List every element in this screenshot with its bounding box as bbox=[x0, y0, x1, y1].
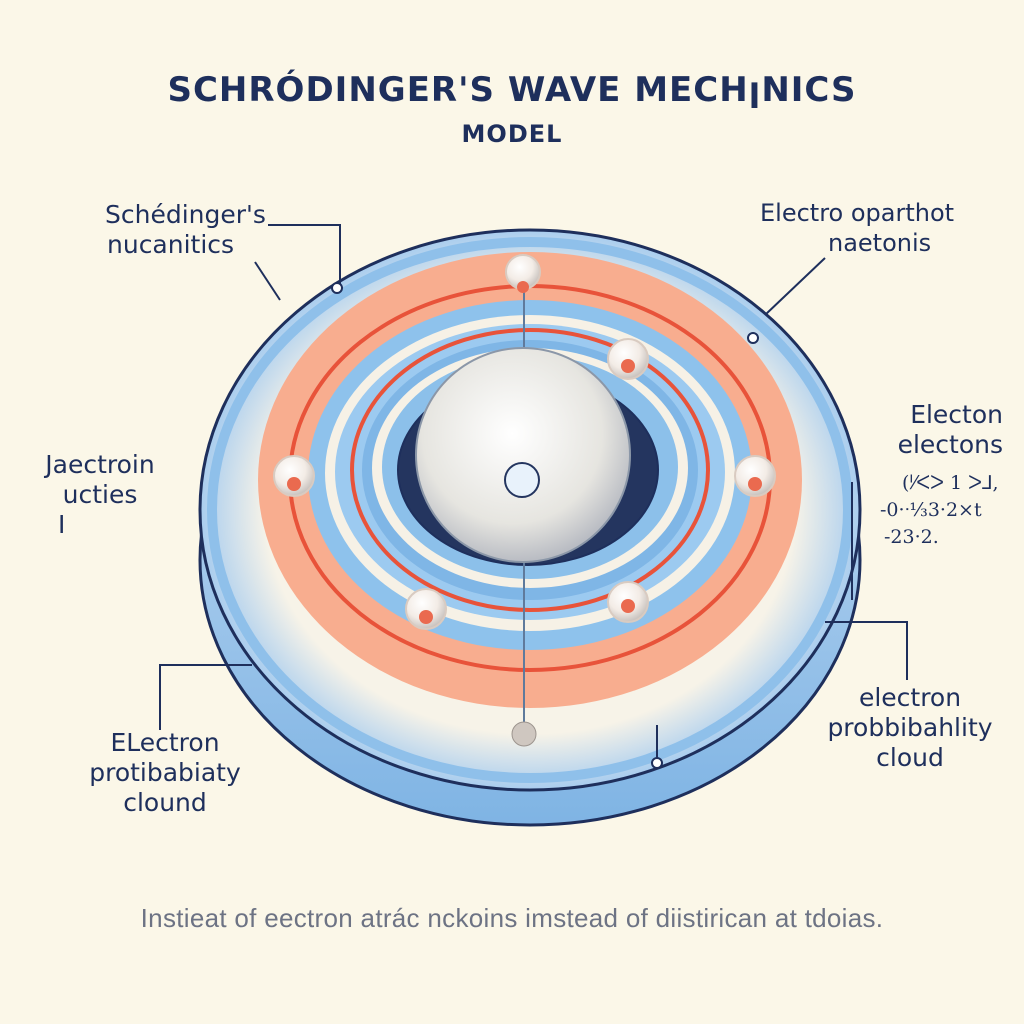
electron bbox=[608, 582, 648, 622]
label-line: naetonis bbox=[760, 228, 954, 258]
label-line: Jaectroin bbox=[40, 450, 160, 480]
label-line: probbibahlity bbox=[800, 713, 1020, 743]
label-line: protibabiaty bbox=[60, 758, 270, 788]
formula-line: -0·ᐧ⅓3·2×t bbox=[880, 497, 999, 524]
label-bottom-left: ELectron protibabiaty clound bbox=[60, 728, 270, 818]
label-line: cloud bbox=[800, 743, 1020, 773]
page-subtitle: MODEL bbox=[0, 120, 1024, 148]
callout-dot bbox=[332, 283, 342, 293]
label-line: Electro oparthot bbox=[760, 198, 954, 228]
callout-dot bbox=[748, 333, 758, 343]
label-top-right: Electro oparthot naetonis bbox=[760, 198, 954, 258]
label-line: Schédinger's bbox=[105, 200, 266, 230]
label-line: Electon bbox=[893, 400, 1003, 430]
label-line: I bbox=[40, 510, 160, 540]
formula-line: (ᑊ⁄ᐸᐳ 1 ᐳ⅃, bbox=[880, 470, 999, 497]
label-line: ELectron bbox=[60, 728, 270, 758]
label-line: nucanitics bbox=[105, 230, 266, 260]
callout-line-top-left bbox=[268, 225, 340, 285]
electron bbox=[512, 722, 536, 746]
callout-dot bbox=[652, 758, 662, 768]
callout-line-top-left-2 bbox=[255, 262, 280, 300]
label-mid-right: Electon electons bbox=[893, 400, 1003, 460]
formula-line: -23·2. bbox=[880, 524, 999, 551]
callout-line-top-right bbox=[765, 258, 825, 315]
label-mid-right-formula: (ᑊ⁄ᐸᐳ 1 ᐳ⅃, -0·ᐧ⅓3·2×t -23·2. bbox=[880, 470, 999, 551]
label-line: electons bbox=[893, 430, 1003, 460]
label-line: electron bbox=[800, 683, 1020, 713]
nucleus-core bbox=[505, 463, 539, 497]
electron bbox=[406, 589, 446, 629]
electron bbox=[274, 456, 314, 496]
electron bbox=[608, 339, 648, 379]
page-title: SCHRÓDINGER'S WAVE MECHꞁNICS bbox=[0, 70, 1024, 110]
caption: Instieat of eectron atrác nckoins imstea… bbox=[0, 903, 1024, 934]
label-mid-left: Jaectroin ucties I bbox=[40, 450, 160, 540]
label-line: ucties bbox=[40, 480, 160, 510]
label-bottom-right: electron probbibahlity cloud bbox=[800, 683, 1020, 773]
nucleus bbox=[416, 348, 630, 562]
label-top-left: Schédinger's nucanitics bbox=[105, 200, 266, 260]
electron bbox=[735, 456, 775, 496]
label-line: clound bbox=[60, 788, 270, 818]
